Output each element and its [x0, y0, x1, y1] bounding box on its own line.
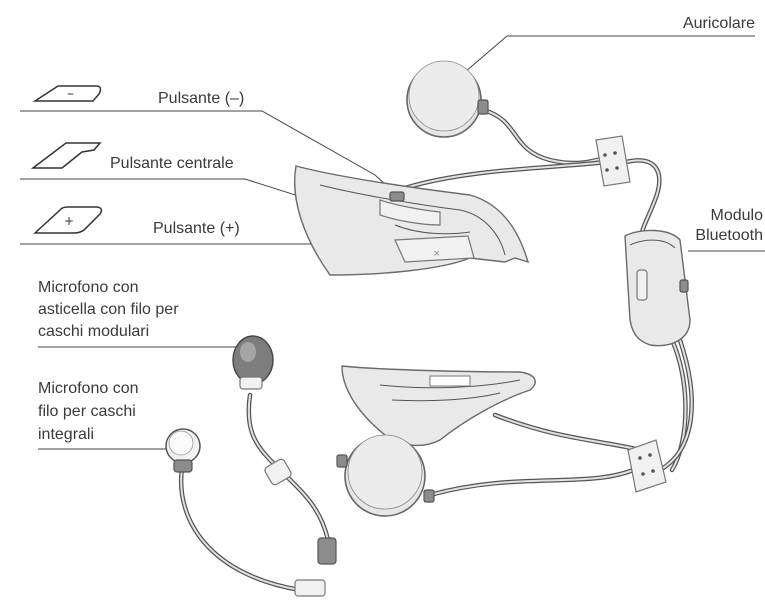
speaker-top — [407, 61, 488, 137]
leader-auricolare — [465, 36, 755, 72]
label-mic-filo-line1: Microfono con — [38, 379, 139, 399]
boom-microphone — [233, 336, 336, 564]
speaker-bottom — [337, 435, 434, 516]
plus-symbol: + — [64, 214, 74, 228]
label-modulo-line1: Modulo — [711, 206, 763, 226]
connector-lower — [628, 440, 666, 492]
minus-symbol: – — [67, 86, 74, 102]
wired-microphone — [166, 429, 325, 596]
control-unit: × — [295, 166, 528, 275]
label-mic-asticella-line3: caschi modulari — [38, 322, 149, 342]
button-minus-icon: – — [35, 86, 100, 102]
label-auricolare: Auricolare — [683, 14, 755, 34]
connector-upper — [596, 136, 630, 186]
cover-plate — [342, 366, 535, 445]
label-mic-asticella-line1: Microfono con — [38, 278, 139, 298]
label-mic-filo-line3: integrali — [38, 425, 94, 445]
label-mic-asticella-line2: asticella con filo per — [38, 300, 179, 320]
label-pulsante-piu: Pulsante (+) — [153, 219, 240, 239]
label-pulsante-meno: Pulsante (–) — [158, 89, 244, 109]
button-plus-icon: + — [35, 207, 101, 233]
svg-text:×: × — [433, 249, 441, 259]
button-center-icon — [33, 143, 100, 168]
bluetooth-module — [625, 230, 690, 345]
label-modulo-line2: Bluetooth — [695, 226, 763, 246]
label-pulsante-centrale: Pulsante centrale — [110, 154, 234, 174]
label-mic-filo-line2: filo per caschi — [38, 402, 136, 422]
